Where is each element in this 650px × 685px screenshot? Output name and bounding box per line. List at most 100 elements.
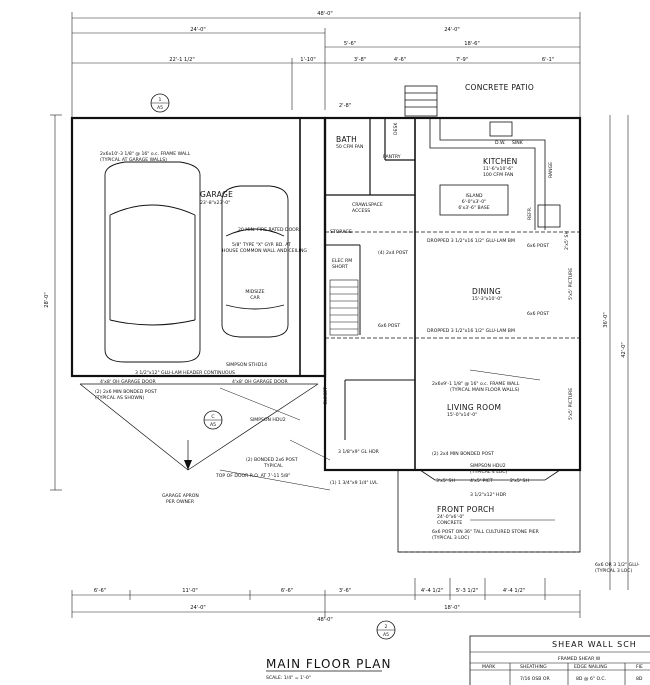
hdu2-b-note-1: SIMPSON HDU2 <box>470 463 506 469</box>
dim-bot-5-3: 5'-3 1/2" <box>456 588 478 594</box>
dim-bot-6-6b: 6'-6" <box>281 588 293 594</box>
living-label: LIVING ROOM <box>447 403 501 412</box>
island-base: 6'x3'-6" BASE <box>458 205 489 211</box>
schedule-col-mark: MARK <box>482 664 496 670</box>
dim-bot-3-6: 3'-6" <box>339 588 351 594</box>
sink-label: SINK <box>512 140 524 146</box>
bubble-mid-num: C <box>211 414 214 420</box>
dim-garage-top: 24'-0" <box>190 27 206 33</box>
crawl-note-2: ACCESS <box>352 208 370 214</box>
living-size: 15'-0"x14'-0" <box>447 412 477 418</box>
fire-door-note: 20 MIN. FIRE RATED DOOR <box>238 227 300 233</box>
refr-label: REFR. <box>527 207 533 220</box>
patio-stairs <box>404 85 438 117</box>
hdr-small-note: (1) 1 3/4"x9 1/4" LVL <box>330 480 378 486</box>
dim-bot-4-4: 4'-4 1/2" <box>421 588 443 594</box>
kitchen-label: KITCHEN <box>483 157 518 166</box>
dim-2-8: 2'-8" <box>339 103 351 109</box>
window-pict: 4'x5' PICT <box>470 478 493 484</box>
hdu2-b-note-2: (TYPICAL 4 LOC) <box>470 469 508 475</box>
dim-garage-inner: 22'-1 1/2" <box>169 57 195 63</box>
dim-18-6: 18'-6" <box>464 41 480 47</box>
hdr-entry-note: 3 1/8"x9" GL HDR <box>338 449 380 455</box>
garage-wall-note-1: 2x6x10'-3 1/8" @ 16" o.c. FRAME WALL <box>100 151 191 157</box>
sthd14-note: SIMPSON STHD14 <box>226 362 267 368</box>
garage-size: 23'-8"x23'-0" <box>200 200 230 206</box>
porch-post-note-2: (TYPICAL 3 LOC) <box>432 535 470 541</box>
apron-arrow <box>184 460 192 470</box>
page-scale: SCALE: 1/4" = 1'-0" <box>266 675 311 681</box>
dim-7-9: 7'-9" <box>456 57 468 63</box>
bubble-mid-sheet: A5 <box>210 422 216 428</box>
bubble-top-sheet: A5 <box>157 105 163 111</box>
bath-fan: 50 CFM FAN <box>336 144 363 150</box>
leader-lines <box>219 369 555 521</box>
closet-label: CLOSET <box>323 387 329 405</box>
door-left-note: 4'x8' OH GARAGE DOOR <box>100 379 157 385</box>
post-6x6-b: 6x6 POST <box>527 311 549 317</box>
porch <box>397 469 581 553</box>
post-6x6-c: 6x6 POST <box>378 323 400 329</box>
dim-1-10: 1'-10" <box>300 57 316 63</box>
dimension-lines <box>50 12 629 618</box>
dim-4-6: 4'-6" <box>394 57 406 63</box>
bubble-bottom-sheet: A5 <box>383 632 389 638</box>
main-wall-note-2: (TYPICAL MAIN FLOOR WALLS) <box>450 387 520 393</box>
bonded-post-note-1: (2) 2x6 MIN BONDED POST <box>95 389 157 395</box>
porch-post-note-1: 6x6 POST ON 36" TALL CULTURED STONE PIER <box>432 529 540 535</box>
window-sh2: 3'x5' SH <box>436 478 455 484</box>
section-bubble-top: 1 A5 <box>150 93 170 113</box>
hdu2-note: SIMPSON HDU2 <box>250 417 286 423</box>
porch-material: CONCRETE <box>437 520 462 526</box>
desk-label: DESK <box>393 122 399 135</box>
dim-house-top: 24'-0" <box>444 27 460 33</box>
window-sh4: 2'x5' SH <box>564 231 570 250</box>
picture-note-2: 5'x5' PICTURE <box>568 388 574 420</box>
schedule-row-sheathing: 7/16 OSB OR <box>520 676 551 682</box>
car-label-1: MIDSIZE <box>245 289 264 295</box>
elec-sub: SHORT <box>332 264 348 270</box>
dim-36: 36'-0" <box>603 312 609 328</box>
apron-note-2: PER OWNER <box>166 499 195 505</box>
ro-note: TOP OF DOOR R.O. AT 7'-11 5/8" <box>215 473 290 479</box>
gyp-note-1: 5/8" TYPE "X" GYP. BD. AT <box>232 242 291 248</box>
dim-28: 28'-0" <box>44 292 50 308</box>
schedule-col-sheathing: SHEATHING <box>520 664 547 670</box>
gyp-note-2: HOUSE COMMON WALL AND CEILING <box>222 248 307 254</box>
dim-6-1: 6'-1" <box>542 57 554 63</box>
dim-overall-bottom: 48'-0" <box>317 617 333 623</box>
elec-label: ELEC RM <box>332 258 352 264</box>
main-wall-note-1: 2x6x9'-1 1/8" @ 16" o.c. FRAME WALL <box>432 381 520 387</box>
garage-label: GARAGE <box>200 190 233 199</box>
beam-note-1: DROPPED 3 1/2"x16 1/2" GLU-LAM BM <box>427 238 515 244</box>
island-size: 6'-0"x3'-0" <box>462 199 486 205</box>
schedule-subheading: FRAMED SHEAR W <box>558 656 601 662</box>
patio-label: CONCRETE PATIO <box>465 83 534 92</box>
beam-note-2: DROPPED 3 1/2"x16 1/2" GLU-LAM BM <box>427 328 515 334</box>
dining-size: 15'-3"x10'-0" <box>472 296 502 302</box>
dim-overall-top: 48'-0" <box>317 11 333 17</box>
bonded-2x6-note-2: TYPICAL <box>263 463 283 469</box>
kitchen-counters <box>429 118 561 230</box>
kitchen-size: 11'-6"x10'-6" <box>483 166 513 172</box>
glu-right-note-1: 6x6 OR 3 1/2" GLU- <box>595 562 640 568</box>
door-right-note: 4'x8' OH GARAGE DOOR <box>232 379 289 385</box>
dim-42: 42'-0" <box>621 342 627 358</box>
bubble-top-num: 1 <box>159 97 162 103</box>
hdr-porch-note: 3 1/2"x12" HDR <box>470 492 507 498</box>
page-title: MAIN FLOOR PLAN <box>266 657 391 671</box>
window-sh3: 2'x5' SH <box>510 478 529 484</box>
storage-label: STORAGE <box>330 229 352 235</box>
dining-label: DINING <box>472 287 501 296</box>
dim-bot-6-6: 6'-6" <box>94 588 106 594</box>
dim-bot-18: 18'-0" <box>444 605 460 611</box>
glulam-header-note: 3 1/2"x12" GLU-LAM HEADER CONTINUOUS <box>135 370 235 376</box>
garage-wall-note-2: (TYPICAL AT GARAGE WALLS) <box>100 157 167 163</box>
schedule-row-edge: 8D @ 6" O.C. <box>576 676 606 682</box>
dim-bot-24: 24'-0" <box>190 605 206 611</box>
bonded-post-note-2: (TYPICAL AS SHOWN) <box>95 395 144 401</box>
crawl-note-1: CRAWLSPACE <box>352 202 383 208</box>
schedule-row-field: 8D <box>636 676 643 682</box>
pantry-label: PANTRY <box>383 154 401 160</box>
